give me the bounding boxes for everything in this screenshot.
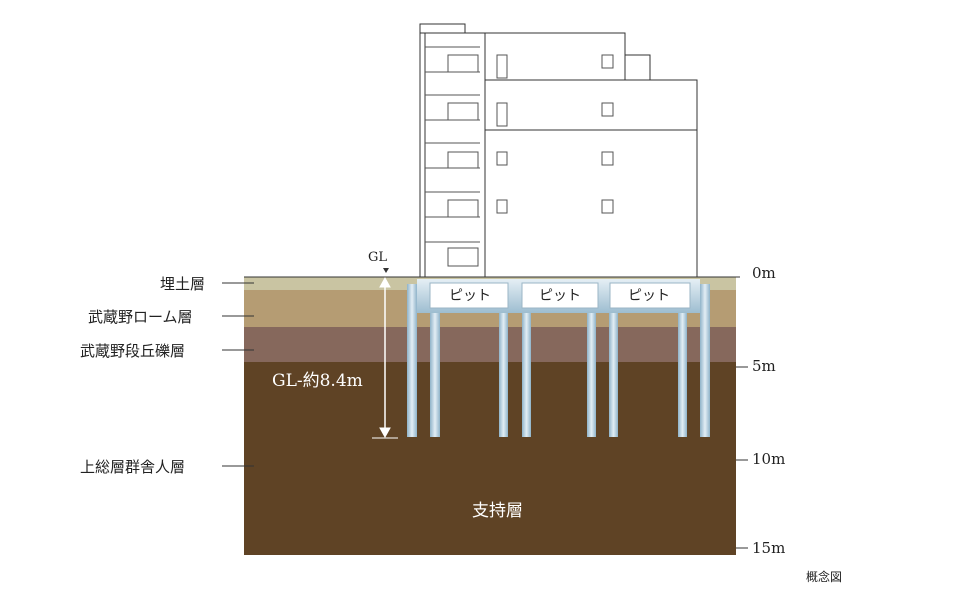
layer-kazusa (244, 362, 736, 555)
gl-label: GL (368, 250, 388, 265)
pit-label: ピット (539, 288, 581, 304)
depth-5m: 5m (752, 357, 776, 375)
bearing-layer-label: 支持層 (472, 501, 523, 521)
pit-label: ピット (628, 288, 670, 304)
leader-lines (222, 282, 748, 549)
building (419, 23, 698, 278)
piles (407, 284, 710, 437)
layer-label-fill: 埋土層 (160, 275, 206, 293)
depth-10m: 10m (752, 450, 786, 468)
layer-label-loam: 武蔵野ローム層 (88, 308, 193, 326)
pit-label: ピット (449, 288, 491, 304)
layer-gravel (244, 327, 736, 362)
pits (429, 282, 691, 309)
concept-note: 概念図 (806, 570, 843, 584)
depth-0m: 0m (752, 264, 776, 282)
gl-marker-icon (383, 268, 389, 273)
layer-label-gravel: 武蔵野段丘礫層 (80, 342, 186, 360)
depth-label: GL-約8.4m (272, 371, 363, 391)
layer-label-kazusa: 上総層群舎人層 (80, 458, 186, 476)
depth-arrow (372, 276, 398, 439)
depth-15m: 15m (752, 539, 786, 557)
